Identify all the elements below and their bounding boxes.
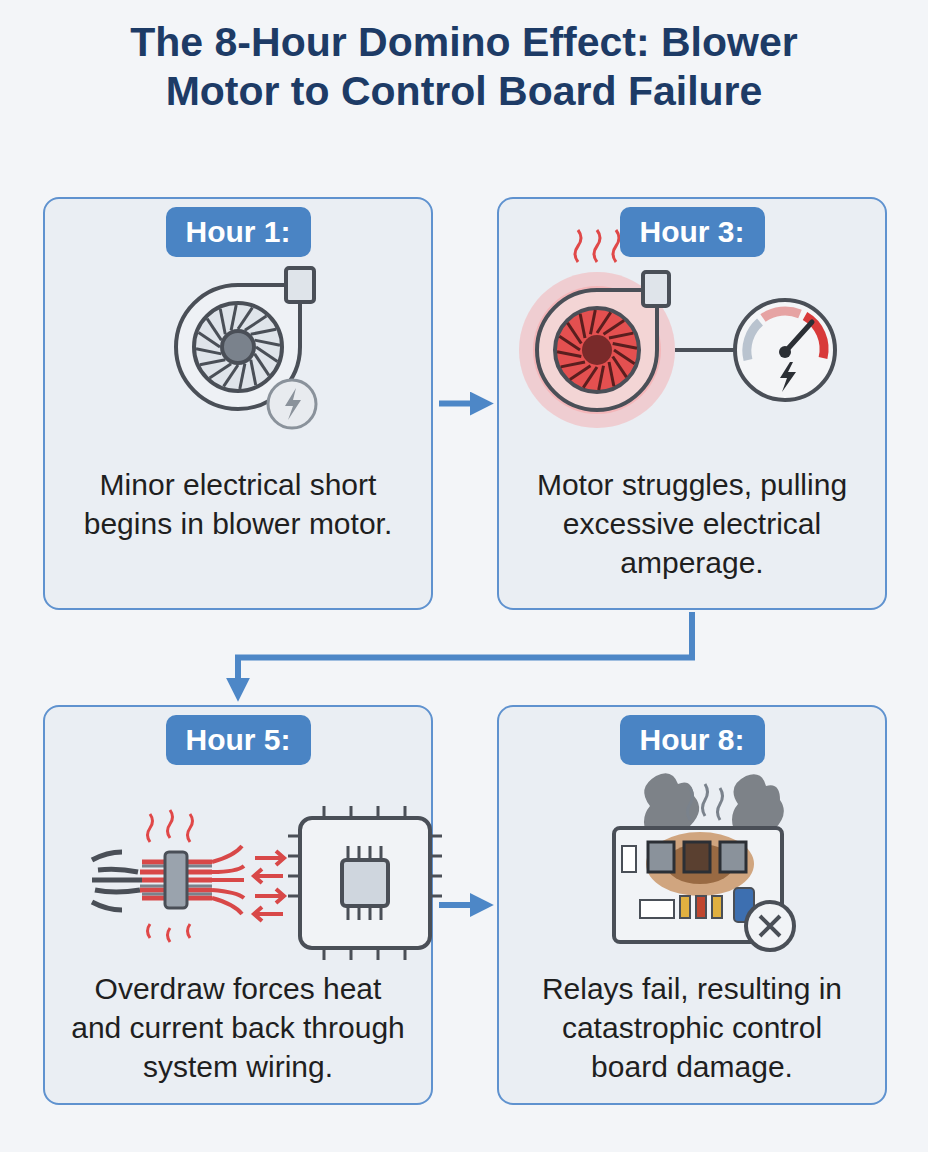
- burnt-board-icon: [614, 773, 794, 950]
- step-description: Motor struggles, pulling excessive elect…: [521, 465, 863, 582]
- step-heading: Hour 8:: [620, 715, 765, 765]
- overheating-motor-icon: [519, 230, 835, 428]
- wiring-and-chip-icon: [92, 806, 442, 960]
- diagram-title: The 8-Hour Domino Effect: Blower Motor t…: [40, 18, 888, 116]
- flow-arrow: [439, 401, 483, 407]
- blower-icon: [176, 268, 316, 428]
- flow-arrow: [238, 612, 692, 691]
- step-description: Relays fail, resulting in catastrophic c…: [521, 969, 863, 1086]
- flow-arrow: [439, 902, 483, 908]
- step-description: Minor electrical short begins in blower …: [67, 465, 409, 543]
- step-heading: Hour 1:: [166, 207, 311, 257]
- step-description: Overdraw forces heat and current back th…: [67, 969, 409, 1086]
- step-heading: Hour 5:: [166, 715, 311, 765]
- step-heading: Hour 3:: [620, 207, 765, 257]
